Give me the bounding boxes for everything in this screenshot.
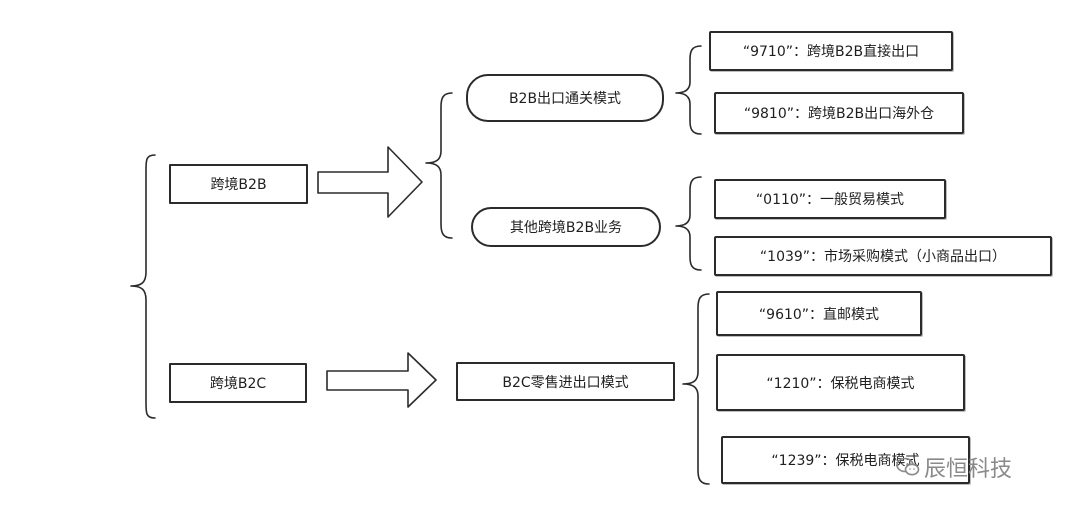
- node-label: “0110”：一般贸易模式: [755, 192, 905, 208]
- node-cross-border-b2c: 跨境B2C: [169, 363, 307, 403]
- root-brace: [130, 154, 156, 419]
- node-code-1039: “1039”：市场采购模式（小商品出口）: [714, 236, 1052, 276]
- b2c-brace: [682, 293, 710, 485]
- b2b-brace: [425, 92, 453, 239]
- node-label: 跨境B2C: [209, 376, 267, 392]
- node-label: B2B出口通关模式: [508, 91, 622, 107]
- wechat-icon: [896, 457, 920, 477]
- node-b2c-retail-mode: B2C零售进出口模式: [456, 362, 675, 401]
- node-cross-border-b2b: 跨境B2B: [169, 164, 308, 204]
- node-code-1210: “1210”：保税电商模式: [716, 354, 965, 411]
- other-brace: [675, 176, 702, 271]
- node-code-9810: “9810”：跨境B2B出口海外仓: [714, 92, 964, 134]
- node-code-0110: “0110”：一般贸易模式: [714, 179, 946, 219]
- node-code-1239: “1239”：保税电商模式: [721, 436, 970, 484]
- node-label: 跨境B2B: [210, 177, 267, 193]
- node-other-b2b-business: 其他跨境B2B业务: [471, 207, 661, 247]
- node-code-9610: “9610”：直邮模式: [716, 291, 922, 336]
- watermark: 辰恒科技: [896, 452, 1012, 482]
- node-label: “1210”：保税电商模式: [766, 375, 915, 392]
- b2c-arrow: [326, 352, 437, 408]
- node-label: “9810”：跨境B2B出口海外仓: [743, 106, 935, 122]
- node-b2b-export-clearance: B2B出口通关模式: [466, 74, 664, 122]
- node-label: “9710”：跨境B2B直接出口: [742, 44, 920, 60]
- node-label: “1239”：保税电商模式: [771, 453, 920, 469]
- node-label: 其他跨境B2B业务: [509, 220, 623, 236]
- node-label: B2C零售进出口模式: [502, 374, 629, 391]
- node-label: “1039”：市场采购模式（小商品出口）: [759, 249, 1007, 265]
- node-code-9710: “9710”：跨境B2B直接出口: [709, 31, 953, 71]
- clearance-brace: [675, 45, 702, 135]
- b2b-arrow: [317, 146, 423, 218]
- node-label: “9610”：直邮模式: [758, 306, 880, 323]
- watermark-text: 辰恒科技: [924, 457, 1013, 482]
